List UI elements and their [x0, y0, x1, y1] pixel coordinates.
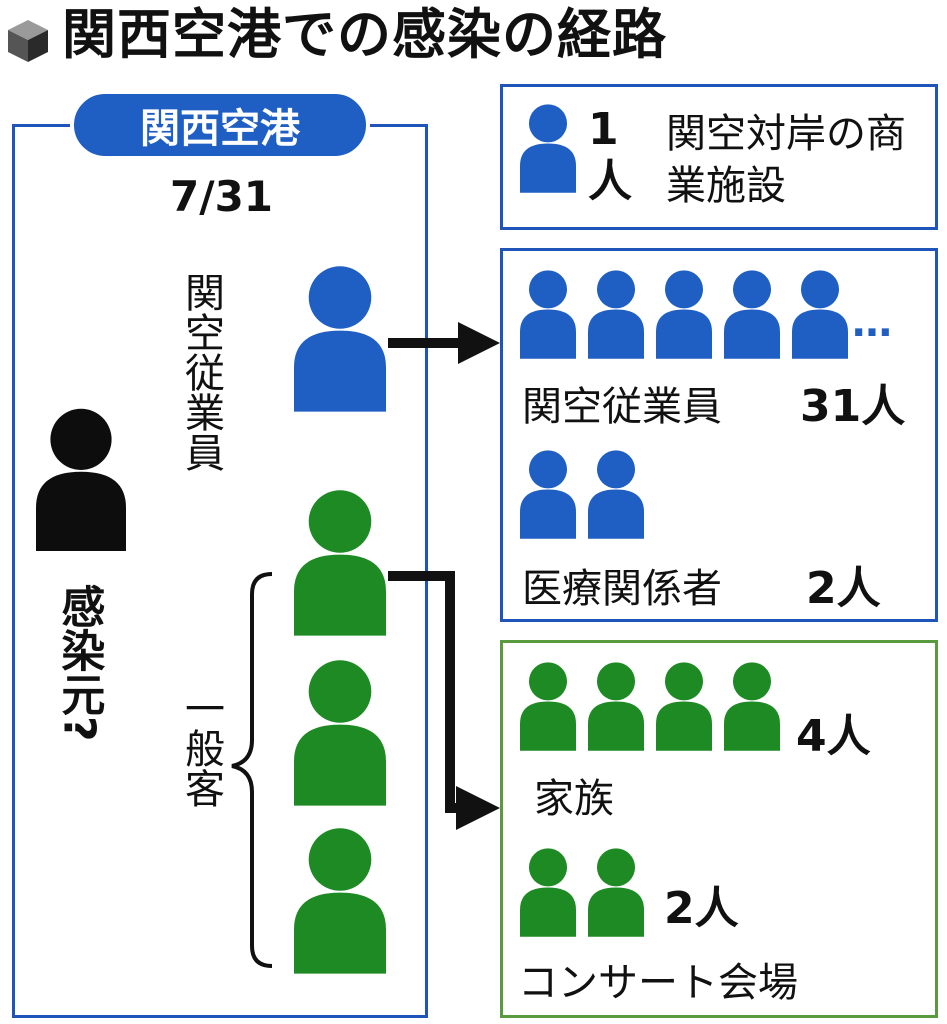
family-person-icon: [656, 662, 712, 751]
concert-person-icon: [520, 848, 576, 937]
general-person-icon: [294, 490, 386, 636]
staff-person-icon: [792, 270, 848, 359]
family-person-icon: [520, 662, 576, 751]
family-count: 4人: [796, 711, 871, 762]
facility-count: 1人: [588, 104, 632, 207]
family-label: 家族: [534, 776, 614, 822]
medical-person-icon: [588, 450, 644, 539]
airport-badge: 関西空港: [70, 90, 370, 160]
bracket: [231, 572, 273, 968]
concert-person-icon: [588, 848, 644, 937]
arrow-to-staff: [388, 322, 500, 364]
family-person-icon: [588, 662, 644, 751]
general-person-icon: [294, 828, 386, 974]
page-title: 関西空港での感染の経路: [62, 3, 667, 66]
cube-icon: [8, 20, 48, 62]
facility-label: 関空対岸の商業施設: [666, 111, 906, 209]
facility-person-icon: [520, 104, 576, 193]
medical-label: 医療関係者: [522, 566, 722, 612]
staff-person-icon: [656, 270, 712, 359]
staff-person-icon: [520, 270, 576, 359]
concert-label: コンサート会場: [518, 960, 798, 1006]
source-label: 感染元?: [53, 584, 105, 742]
date-label: 7/31: [170, 172, 274, 221]
source-person-icon: [36, 408, 126, 551]
family-concert-box: [500, 640, 938, 1018]
staff-group-label: 関空従業員: [522, 384, 722, 430]
staff-person-icon: [588, 270, 644, 359]
staff-medical-box: [500, 248, 938, 622]
facility-box: [500, 84, 938, 230]
general-person-icon: [294, 660, 386, 806]
staff-vertical-label: 関空従業員: [178, 272, 224, 472]
concert-count: 2人: [664, 883, 739, 934]
staff-group-count: 31人: [800, 381, 906, 432]
arrow-to-family: [388, 571, 500, 830]
staff-ellipsis: …: [852, 300, 892, 346]
medical-count: 2人: [806, 563, 881, 614]
medical-person-icon: [520, 450, 576, 539]
general-vertical-label: 一般客: [178, 688, 224, 808]
staff-person-icon: [724, 270, 780, 359]
staff-person-icon: [294, 266, 386, 412]
family-person-icon: [724, 662, 780, 751]
